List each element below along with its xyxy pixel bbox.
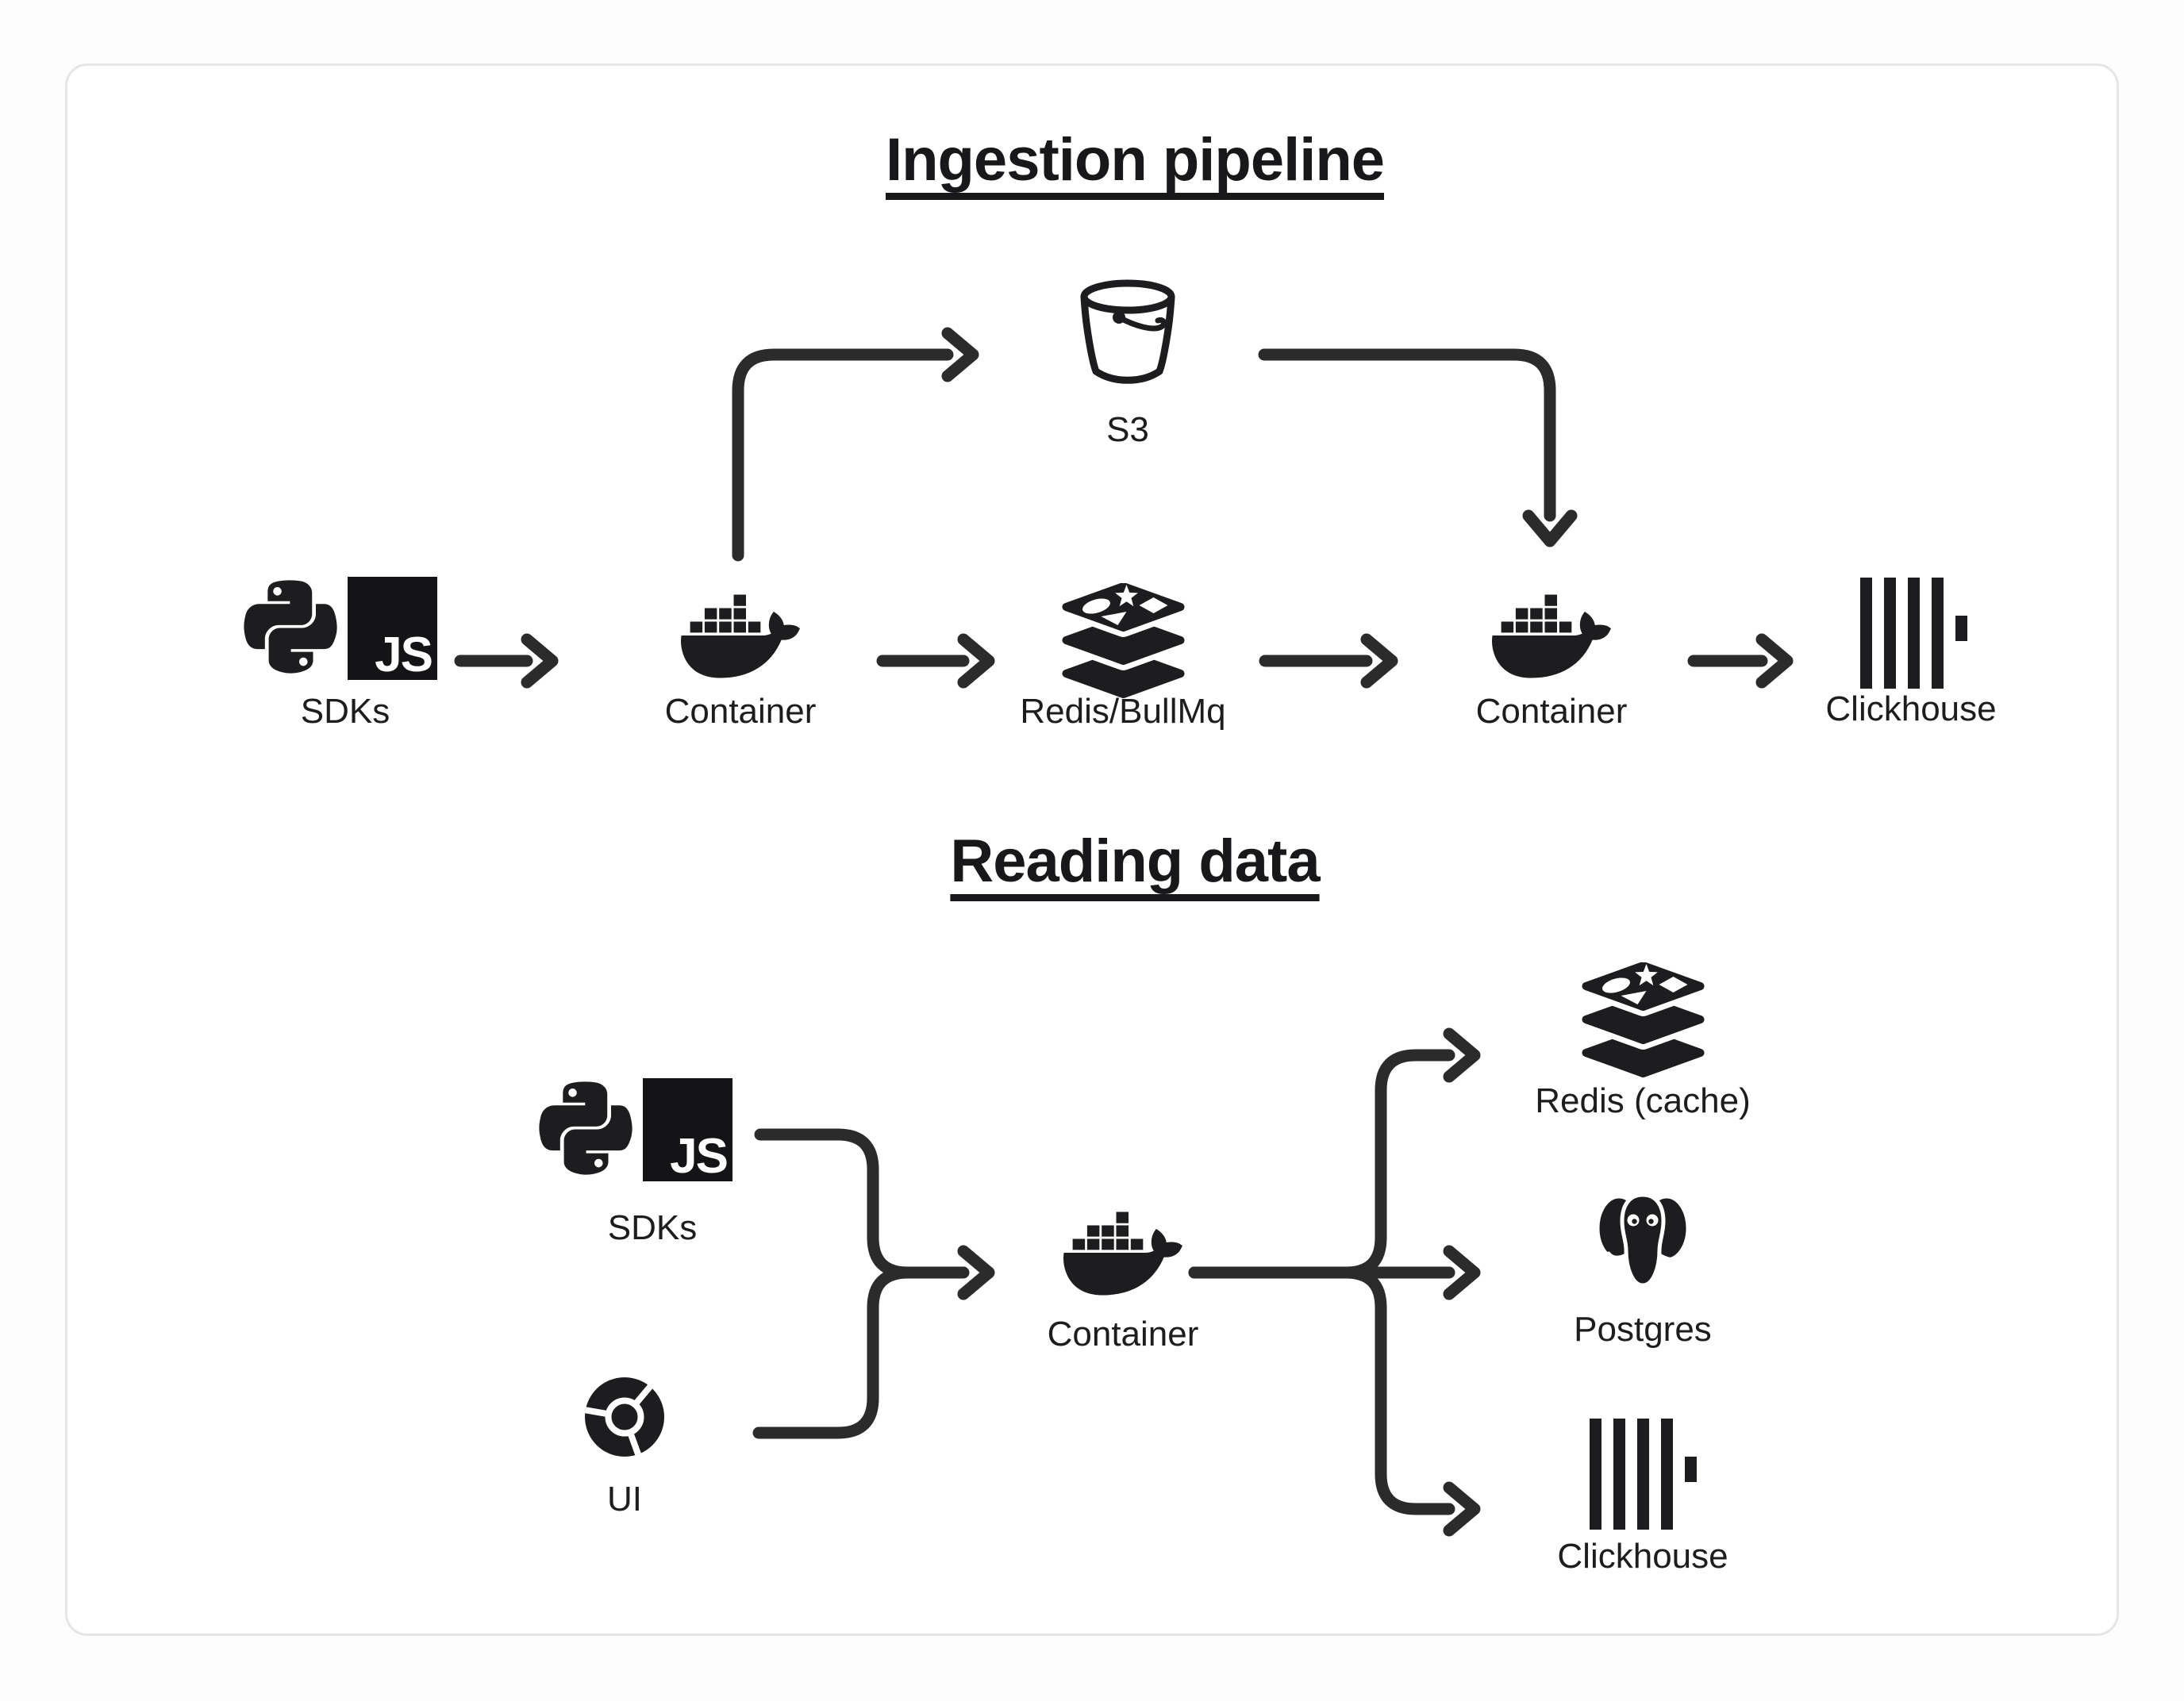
label-container-worker: Container [1475,692,1628,731]
ingestion-title: Ingestion pipeline [885,126,1385,194]
python-icon [538,1075,633,1181]
label-clickhouse-ingest: Clickhouse [1825,689,1997,728]
arrow-container-to-clickhouse-read [1188,1266,1481,1537]
docker-icon [681,589,800,684]
label-redis-bullmq: Redis/BullMq [1020,692,1226,731]
label-clickhouse-reading: Clickhouse [1557,1537,1728,1576]
label-sdks-reading: SDKs [607,1208,698,1247]
js-badge-text: JS [375,628,432,680]
label-container-reading: Container [1047,1315,1199,1354]
docker-icon [1492,589,1611,684]
javascript-icon: JS [643,1078,732,1181]
label-sdks-ingestion: SDKs [300,692,390,731]
python-icon [243,574,338,680]
js-badge-text: JS [670,1129,727,1181]
arrow-container-to-s3 [732,327,979,562]
chrome-icon [583,1376,666,1458]
arrow-redis-to-container [1259,633,1398,689]
redis-icon [1058,583,1189,701]
s3-bucket-icon [1078,278,1179,387]
reading-title: Reading data [950,827,1320,895]
arrow-container-to-clickhouse [1687,633,1794,689]
clickhouse-icon [1590,1419,1697,1530]
label-s3: S3 [1106,410,1149,449]
label-container-ingest: Container [664,692,817,731]
redis-icon [1578,962,1709,1080]
label-ui: UI [607,1480,642,1519]
line-ui-to-merge [752,1266,914,1439]
postgresql-icon [1594,1190,1691,1296]
arrow-sdks-to-container [454,633,559,689]
line-sdks-to-merge [754,1128,914,1279]
arrow-container-to-redis-cache [1188,1027,1481,1279]
arrow-merge-to-container [902,1245,995,1300]
label-redis-cache: Redis (cache) [1535,1081,1751,1120]
clickhouse-icon [1860,578,1967,689]
diagram-card [65,63,2119,1636]
javascript-icon: JS [348,577,437,680]
arrow-s3-to-container [1258,348,1578,547]
arrow-container-to-redis [876,633,995,689]
label-postgres: Postgres [1574,1310,1712,1349]
docker-icon [1063,1206,1182,1301]
